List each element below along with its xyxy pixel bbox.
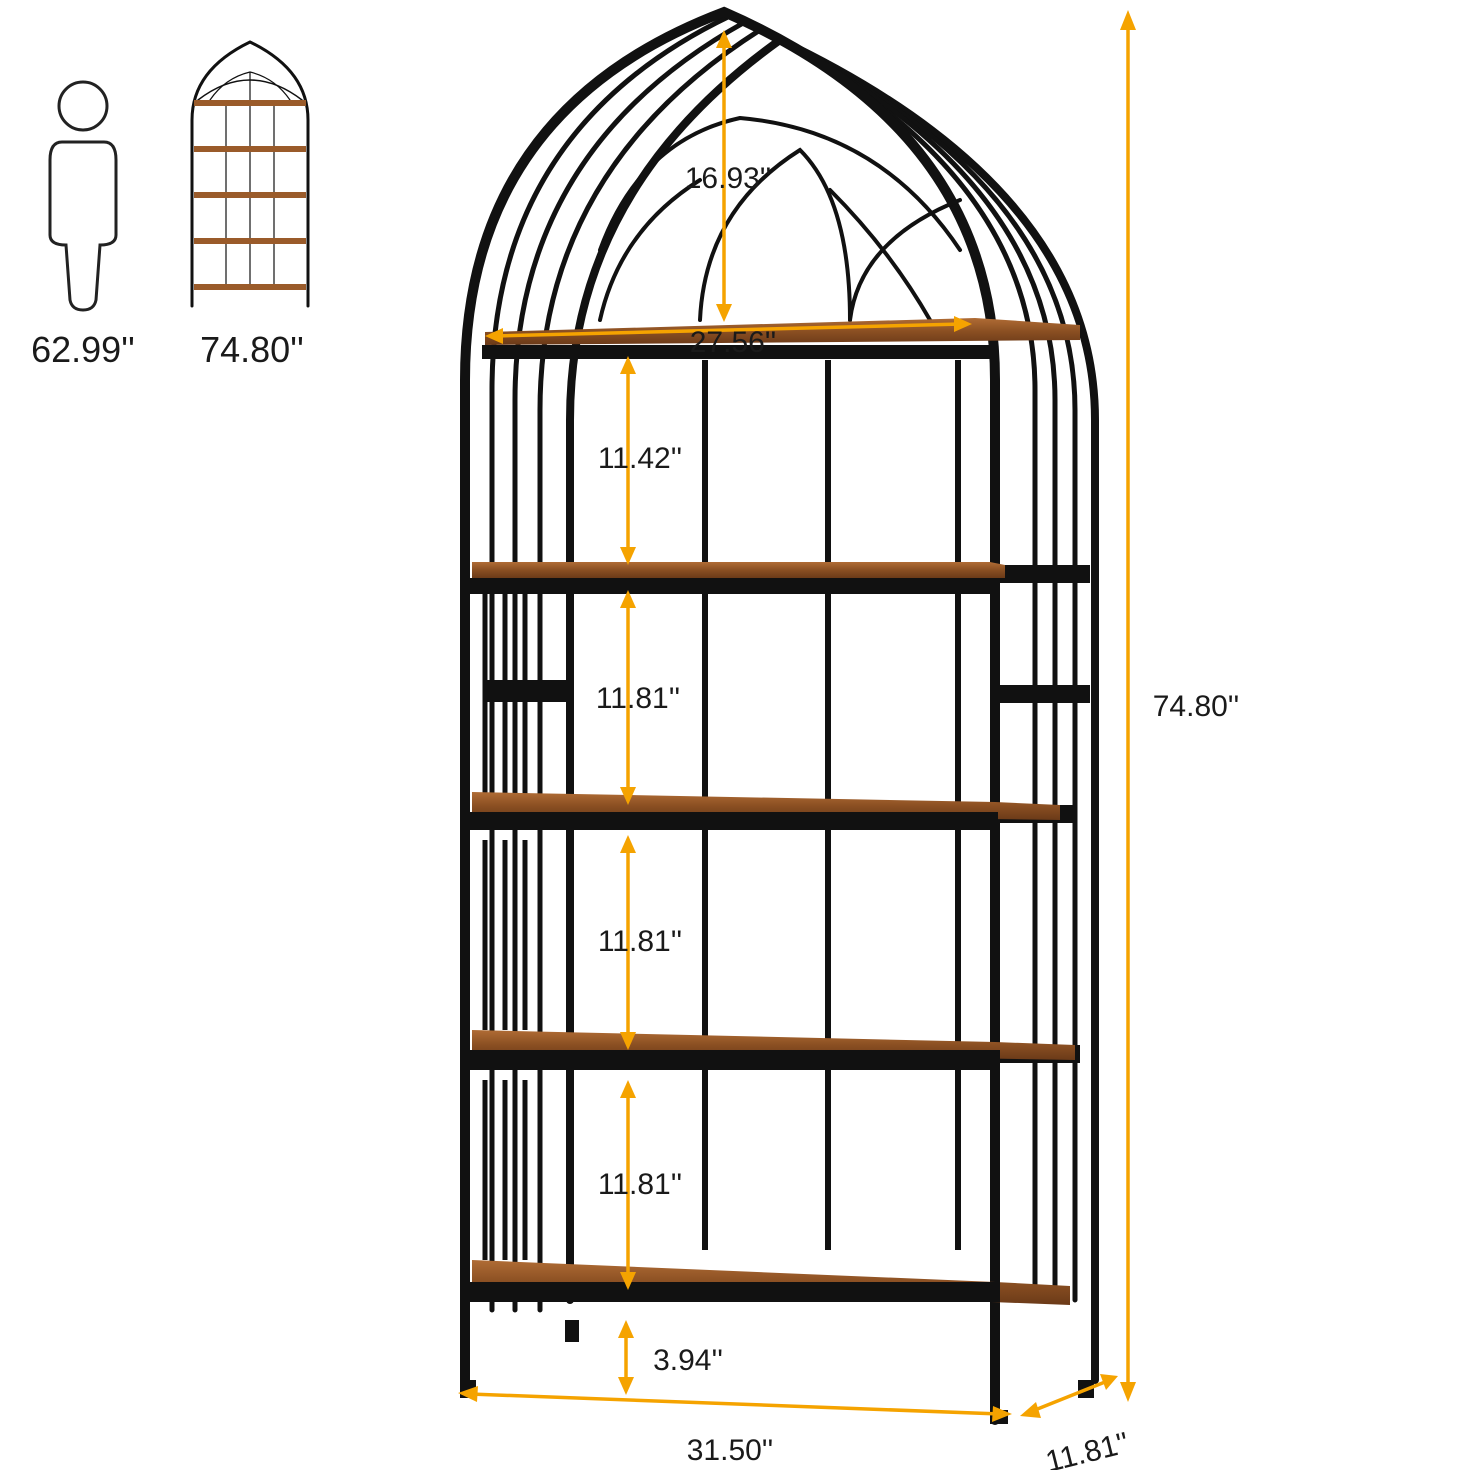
bookshelf-illustration [460,6,1099,1425]
bottom-clearance-label: 3.94'' [653,1344,723,1377]
total-height-label: 74.80'' [1153,690,1240,723]
gap-4-label: 11.81'' [598,1168,682,1201]
dimension-arrows [458,10,1136,1422]
gap-1-label: 11.42'' [598,442,682,475]
top-shelf-width-label: 27.56'' [690,326,777,359]
width-label: 31.50'' [687,1434,774,1467]
mini-shelf-height-label: 74.80'' [200,329,304,370]
arch-height-label: 16.93'' [685,162,772,195]
person-height-label: 62.99'' [31,329,135,370]
gap-3-label: 11.81'' [598,925,682,958]
depth-label: 11.81'' [1042,1426,1132,1470]
person-icon [48,80,118,312]
mini-shelf-icon [190,40,310,308]
gap-2-label: 11.81'' [596,682,680,715]
